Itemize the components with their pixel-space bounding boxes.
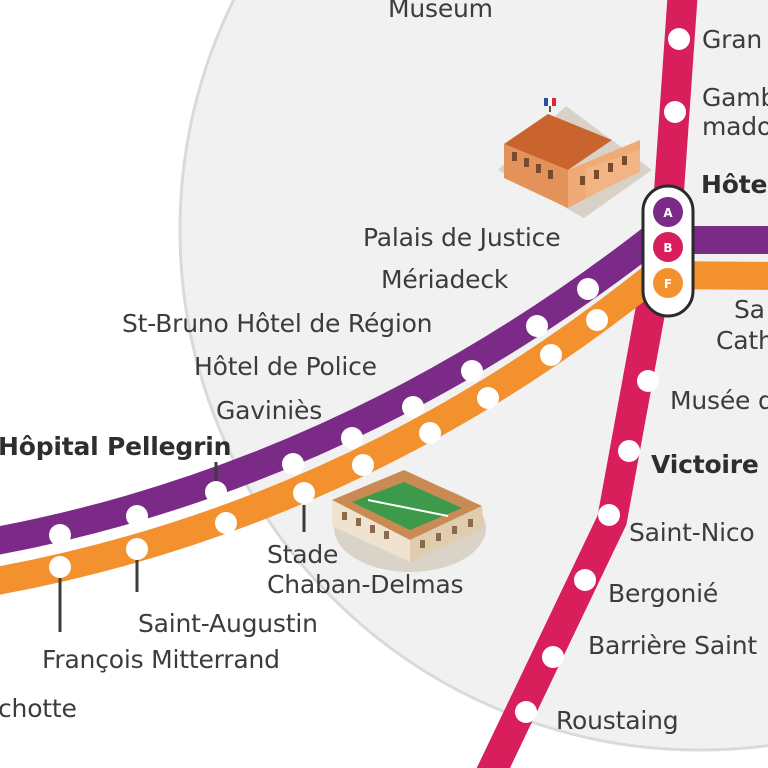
station-dot[interactable] (668, 28, 690, 50)
station-dot[interactable] (664, 101, 686, 123)
station-dot[interactable] (477, 387, 499, 409)
line-a-badge (653, 197, 683, 227)
station-label-sainte-catherine[interactable]: Sa (734, 295, 765, 324)
station-label-gambetta-2[interactable]: mado (702, 112, 768, 141)
line-f-badge (653, 268, 683, 298)
line-a-badge-label: A (663, 206, 673, 220)
station-label-francois-mitterrand[interactable]: François Mitterrand (42, 645, 280, 674)
line-b-badge-label: B (663, 241, 672, 255)
station-label-victoire[interactable]: Victoire (651, 450, 759, 479)
station-label-musee[interactable]: Musée d (670, 386, 768, 415)
station-label-bergonie[interactable]: Bergonié (608, 579, 719, 608)
station-dot[interactable] (49, 524, 71, 546)
station-label-hotel-de-police[interactable]: Hôtel de Police (194, 352, 377, 381)
station-label-roustaing[interactable]: Roustaing (556, 706, 679, 735)
station-label-chotte[interactable]: chotte (0, 694, 77, 723)
station-label-hotel-de-ville[interactable]: Hôte (701, 170, 768, 199)
station-label-gambetta[interactable]: Gamb (702, 83, 768, 112)
line-b-badge (653, 232, 683, 262)
station-dot[interactable] (126, 538, 148, 560)
station-label-meriadeck[interactable]: Mériadeck (381, 265, 509, 294)
station-dot[interactable] (215, 512, 237, 534)
interchange-hub[interactable]: A B F (641, 184, 695, 318)
line-f-badge-label: F (664, 277, 672, 291)
station-dot[interactable] (205, 481, 227, 503)
station-dot[interactable] (618, 440, 640, 462)
station-dot[interactable] (637, 370, 659, 392)
station-dot[interactable] (49, 556, 71, 578)
station-dot[interactable] (577, 278, 599, 300)
station-label-stade-2[interactable]: Chaban-Delmas (267, 570, 464, 599)
station-label-museum[interactable]: Museum (388, 0, 493, 23)
station-label-sainte-catherine-2[interactable]: Cath (716, 326, 768, 355)
station-dot[interactable] (574, 569, 596, 591)
station-label-barriere[interactable]: Barrière Saint (588, 631, 757, 660)
station-dot[interactable] (526, 315, 548, 337)
station-dot[interactable] (540, 344, 562, 366)
station-label-stade[interactable]: Stade (267, 540, 339, 569)
station-dot[interactable] (402, 396, 424, 418)
station-dot[interactable] (419, 422, 441, 444)
station-dot[interactable] (461, 360, 483, 382)
station-label-gavinies[interactable]: Gaviniès (216, 396, 323, 425)
line-f-track (0, 260, 768, 595)
station-label-st-bruno[interactable]: St-Bruno Hôtel de Région (122, 309, 433, 338)
station-dot[interactable] (126, 505, 148, 527)
station-label-hopital-pellegrin[interactable]: Hôpital Pellegrin (0, 432, 232, 461)
station-dot[interactable] (542, 646, 564, 668)
line-f-stations (49, 309, 608, 578)
station-dot[interactable] (282, 453, 304, 475)
station-label-grand[interactable]: Gran (702, 25, 763, 54)
station-dot[interactable] (352, 454, 374, 476)
station-dot[interactable] (293, 482, 315, 504)
station-dot[interactable] (341, 427, 363, 449)
station-label-saint-augustin[interactable]: Saint-Augustin (138, 609, 318, 638)
station-dot[interactable] (586, 309, 608, 331)
station-label-palais-de-justice[interactable]: Palais de Justice (363, 223, 561, 252)
station-dot[interactable] (598, 504, 620, 526)
station-label-saint-nicolas[interactable]: Saint-Nico (629, 518, 755, 547)
stadium-icon (332, 470, 486, 572)
station-dot[interactable] (515, 701, 537, 723)
line-a-stations (49, 278, 599, 546)
courthouse-icon (498, 98, 652, 218)
line-b-stations (515, 28, 690, 723)
